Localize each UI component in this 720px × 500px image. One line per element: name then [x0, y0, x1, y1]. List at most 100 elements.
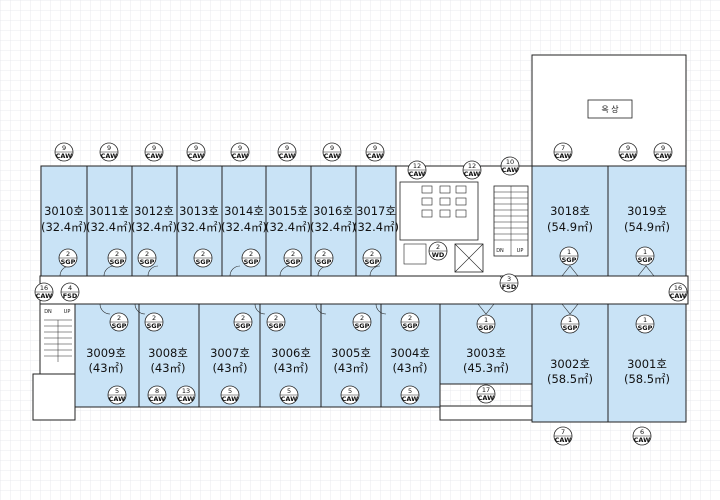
tag-marker[interactable]: 16 CAW: [668, 282, 688, 302]
tag-code: SGP: [365, 258, 380, 266]
room-name: 3001호: [627, 357, 667, 371]
room-area: (32.4㎡): [131, 220, 177, 234]
tag-marker[interactable]: 2 SGP: [266, 312, 286, 332]
room-area: (43㎡): [212, 361, 247, 375]
tag-marker[interactable]: 1 SGP: [635, 314, 655, 334]
tag-marker[interactable]: 2 SGP: [137, 248, 157, 268]
tag-marker[interactable]: 5 CAW: [400, 385, 420, 405]
room-area: (43㎡): [88, 361, 123, 375]
tag-marker[interactable]: 2 SGP: [107, 248, 127, 268]
tag-marker[interactable]: 1 SGP: [559, 246, 579, 266]
room-area: (32.4㎡): [221, 220, 267, 234]
tag-marker[interactable]: 2 SGP: [400, 312, 420, 332]
room-area: (45.3㎡): [463, 361, 509, 375]
tag-number: 1: [568, 316, 572, 324]
tag-marker[interactable]: 2 WD: [428, 241, 448, 261]
tag-marker[interactable]: 12 CAW: [462, 160, 482, 180]
tag-number: 17: [482, 386, 490, 394]
tag-marker[interactable]: 5 CAW: [279, 385, 299, 405]
west-stair-dn: DN: [44, 309, 52, 315]
tag-marker[interactable]: 8 CAW: [147, 385, 167, 405]
west-stair-up: UP: [64, 309, 71, 315]
tag-marker[interactable]: 6 CAW: [632, 426, 652, 446]
tag-marker[interactable]: 2 SGP: [241, 248, 261, 268]
tag-code: CAW: [324, 152, 341, 160]
tag-code: SGP: [147, 322, 162, 330]
tag-code: CAW: [222, 395, 239, 403]
tag-marker[interactable]: 17 CAW: [476, 384, 496, 404]
room-area: (43㎡): [392, 361, 427, 375]
tag-code: CAW: [36, 292, 53, 300]
tag-number: 3: [507, 275, 511, 283]
tag-marker[interactable]: 2 SGP: [144, 312, 164, 332]
west-annex: [32, 373, 76, 421]
tag-marker[interactable]: 9 CAW: [322, 142, 342, 162]
tag-code: SGP: [638, 256, 653, 264]
tag-marker[interactable]: 4 FSD: [60, 282, 80, 302]
tag-code: SGP: [61, 258, 76, 266]
tag-marker[interactable]: 9 CAW: [230, 142, 250, 162]
tag-marker[interactable]: 7 CAW: [553, 426, 573, 446]
room-3016[interactable]: 3016호 (32.4㎡): [310, 165, 357, 277]
tag-marker[interactable]: 5 CAW: [220, 385, 240, 405]
tag-marker[interactable]: 10 CAW: [500, 156, 520, 176]
core-stair-dn: DN: [496, 248, 504, 254]
room-3001[interactable]: 3001호 (58.5㎡): [607, 303, 687, 423]
roof-label: 옥 상: [601, 104, 619, 114]
tag-marker[interactable]: 16 CAW: [34, 282, 54, 302]
tag-marker[interactable]: 9 CAW: [144, 142, 164, 162]
room-3002[interactable]: 3002호 (58.5㎡): [531, 303, 609, 423]
core-area: [395, 165, 533, 277]
room-name: 3014호: [224, 204, 264, 218]
room-area: (54.9㎡): [624, 220, 670, 234]
tag-marker[interactable]: 13 CAW: [176, 385, 196, 405]
room-area: (32.4㎡): [86, 220, 132, 234]
room-3009[interactable]: 3009호 (43㎡): [74, 303, 140, 408]
tag-marker[interactable]: 2 SGP: [193, 248, 213, 268]
tag-marker[interactable]: 12 CAW: [407, 160, 427, 180]
room-name: 3013호: [179, 204, 219, 218]
room-area: (43㎡): [150, 361, 185, 375]
tag-number: 2: [115, 250, 119, 258]
tag-marker[interactable]: 9 CAW: [277, 142, 297, 162]
tag-number: 2: [117, 314, 121, 322]
tag-marker[interactable]: 2 SGP: [314, 248, 334, 268]
tag-number: 2: [249, 250, 253, 258]
tag-number: 16: [674, 284, 682, 292]
tag-marker[interactable]: 9 CAW: [365, 142, 385, 162]
tag-marker[interactable]: 5 CAW: [107, 385, 127, 405]
tag-code: CAW: [109, 395, 126, 403]
tag-number: 16: [40, 284, 48, 292]
tag-marker[interactable]: 9 CAW: [99, 142, 119, 162]
south-annex: [439, 405, 533, 421]
room-name: 3018호: [550, 204, 590, 218]
tag-marker[interactable]: 3 FSD: [499, 273, 519, 293]
tag-marker[interactable]: 1 SGP: [560, 314, 580, 334]
room-name: 3008호: [148, 346, 188, 360]
tag-marker[interactable]: 9 CAW: [653, 142, 673, 162]
tag-marker[interactable]: 1 SGP: [476, 314, 496, 334]
room-area: (58.5㎡): [547, 372, 593, 386]
tag-marker[interactable]: 2 SGP: [233, 312, 253, 332]
room-area: (32.4㎡): [265, 220, 311, 234]
tag-number: 1: [643, 248, 647, 256]
tag-markers: 9 CAW 9 CAW 9 CAW 9 CAW 9 CAW 9 CAW: [34, 142, 688, 446]
tag-marker[interactable]: 2 SGP: [283, 248, 303, 268]
tag-code: CAW: [502, 166, 519, 174]
tag-number: 5: [348, 387, 352, 395]
tag-marker[interactable]: 2 SGP: [362, 248, 382, 268]
tag-number: 13: [182, 387, 190, 395]
tag-marker[interactable]: 9 CAW: [54, 142, 74, 162]
door-swings: [59, 265, 655, 315]
tag-marker[interactable]: 2 SGP: [58, 248, 78, 268]
tag-marker[interactable]: 5 CAW: [340, 385, 360, 405]
tag-marker[interactable]: 2 SGP: [109, 312, 129, 332]
tag-marker[interactable]: 9 CAW: [618, 142, 638, 162]
tag-marker[interactable]: 1 SGP: [635, 246, 655, 266]
tag-code: CAW: [464, 170, 481, 178]
tag-marker[interactable]: 9 CAW: [186, 142, 206, 162]
tag-marker[interactable]: 7 CAW: [553, 142, 573, 162]
tag-code: CAW: [634, 436, 651, 444]
tag-marker[interactable]: 2 SGP: [352, 312, 372, 332]
room-name: 3012호: [134, 204, 174, 218]
